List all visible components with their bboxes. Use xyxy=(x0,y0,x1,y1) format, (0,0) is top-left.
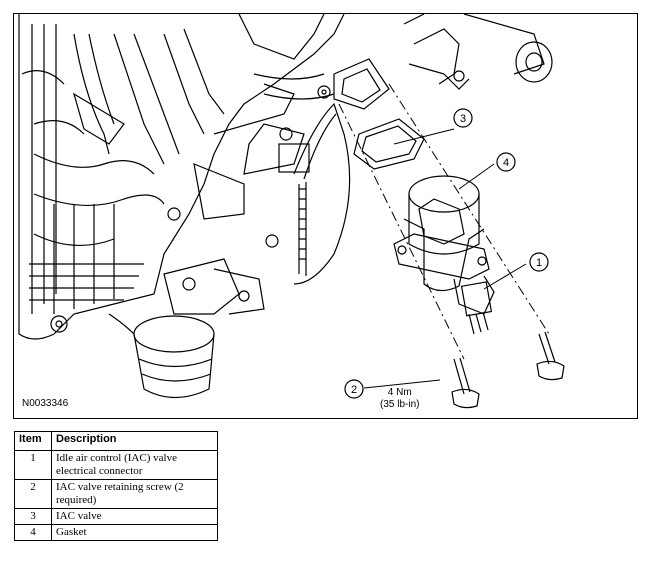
iac-valve xyxy=(393,175,495,335)
legend-item-description: IAC valve xyxy=(51,508,218,525)
table-row: 1 Idle air control (IAC) valve electrica… xyxy=(14,450,218,480)
legend-header-item: Item xyxy=(14,431,52,451)
intake-manifold xyxy=(18,14,345,340)
throttle-body xyxy=(108,258,265,398)
callout-4-circle xyxy=(496,152,516,172)
callout-3-label: 3 xyxy=(460,113,466,125)
legend-item-number: 4 xyxy=(14,524,52,541)
table-row: 3 IAC valve xyxy=(14,508,218,525)
legend-item-description: Idle air control (IAC) valve electrical … xyxy=(51,450,218,480)
retaining-screws xyxy=(451,331,565,409)
legend-item-description: IAC valve retaining screw (2 required) xyxy=(51,479,218,509)
gasket xyxy=(353,118,425,170)
torque-nm: 4 Nm xyxy=(387,387,412,398)
callout-1-circle xyxy=(529,252,549,272)
figure-id: N0033346 xyxy=(22,398,69,409)
alignment-lines xyxy=(338,83,550,360)
legend-header-row: Item Description xyxy=(14,431,218,451)
diagram-figure: 3 4 1 2 4 Nm (35 lb-in) N0033346 xyxy=(13,13,638,419)
pulley-gear xyxy=(167,83,351,285)
engine-illustration: 3 4 1 2 xyxy=(18,14,565,409)
torque-lbin: (35 lb-in) xyxy=(380,399,420,410)
table-row: 2 IAC valve retaining screw (2 required) xyxy=(14,479,218,509)
callout-1-label: 1 xyxy=(536,257,542,269)
legend-header-description: Description xyxy=(51,431,218,451)
callout-2-label: 2 xyxy=(351,384,357,396)
legend-item-number: 1 xyxy=(14,450,52,480)
torque-spec: 4 Nm (35 lb-in) xyxy=(380,387,419,411)
callout-leaders xyxy=(363,128,527,389)
mounting-flange xyxy=(333,58,390,110)
callout-circles xyxy=(344,108,549,399)
legend-table: Item Description 1 Idle air control (IAC… xyxy=(14,431,218,541)
table-row: 4 Gasket xyxy=(14,524,218,541)
callout-2-circle xyxy=(344,379,364,399)
legend-item-number: 3 xyxy=(14,508,52,525)
legend-item-description: Gasket xyxy=(51,524,218,541)
upper-right-bracket xyxy=(403,14,553,90)
callout-3-circle xyxy=(453,108,473,128)
callout-4-label: 4 xyxy=(503,157,509,169)
legend-item-number: 2 xyxy=(14,479,52,509)
